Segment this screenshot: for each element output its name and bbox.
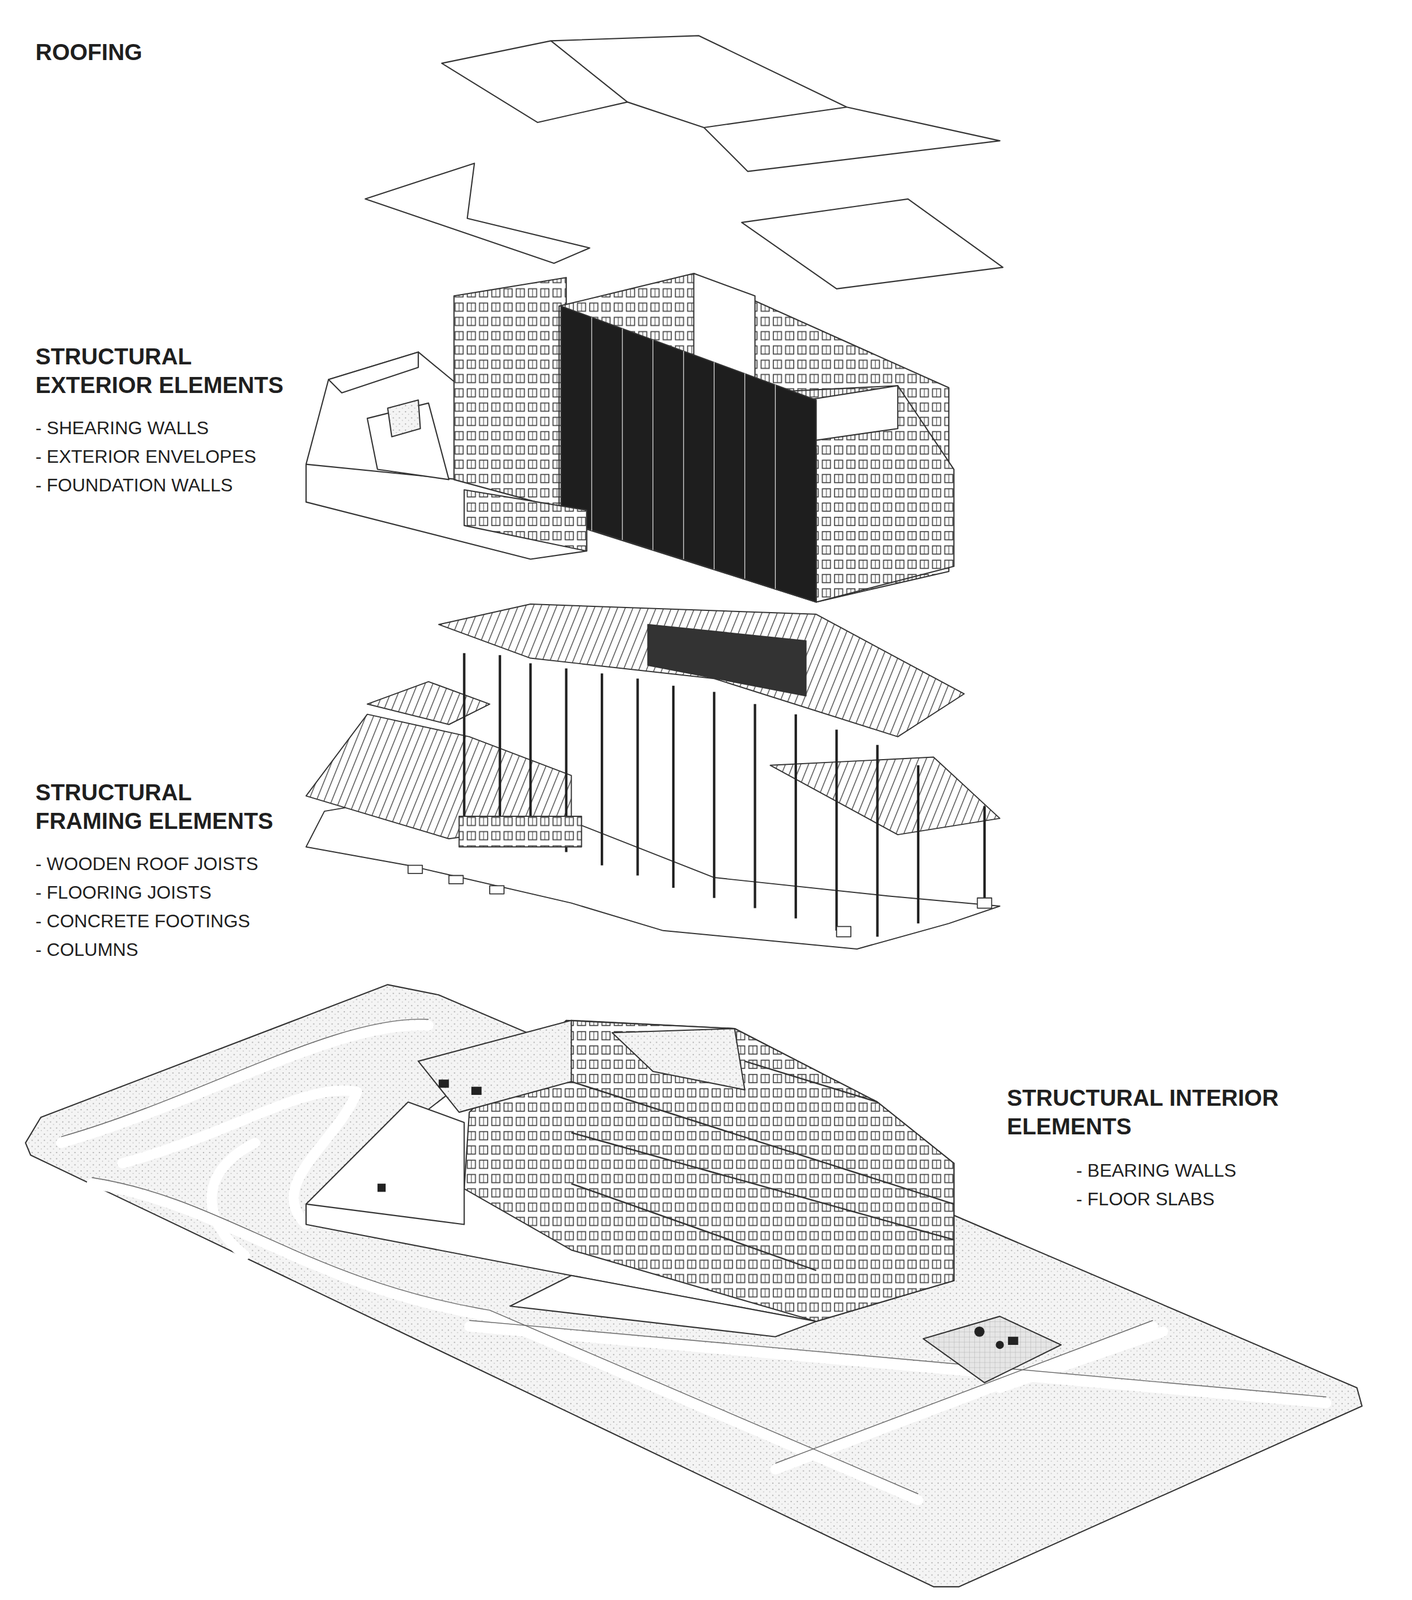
- site-plan: [469, 1320, 1327, 1398]
- framing: [489, 885, 505, 894]
- site-plan: [995, 1341, 1004, 1350]
- framing: [672, 685, 675, 888]
- exterior-shell: [652, 339, 654, 550]
- site-plan: [571, 1132, 955, 1240]
- site-plan: [471, 1087, 482, 1096]
- section-heading: STRUCTURAL FRAMING ELEMENTS: [35, 778, 275, 836]
- exterior-shell: [683, 351, 684, 560]
- framing: [463, 653, 985, 938]
- framing: [600, 673, 604, 866]
- roof-panel: [365, 163, 590, 264]
- list-item: - WOODEN ROOF JOISTS: [35, 852, 259, 876]
- roof-panel: [550, 40, 628, 102]
- section-heading: ROOFING: [35, 37, 143, 67]
- exterior-shell: [775, 384, 776, 589]
- list-item: - SHEARING WALLS: [35, 416, 209, 440]
- list-item: - COLUMNS: [35, 938, 139, 962]
- site-plan: [306, 1020, 954, 1322]
- exterior-shell: [591, 317, 776, 589]
- framing: [983, 806, 986, 903]
- site-plan: [744, 1061, 878, 1102]
- exterior-shell: [561, 306, 817, 602]
- section-heading: STRUCTURAL INTERIOR ELEMENTS: [1006, 1083, 1408, 1141]
- list-item: - FOUNDATION WALLS: [35, 473, 233, 497]
- framing: [712, 691, 716, 898]
- exterior-shell: [591, 317, 593, 531]
- framing: [917, 765, 920, 924]
- site-plan: [61, 1025, 429, 1144]
- framing: [367, 681, 490, 725]
- framing: [753, 704, 756, 909]
- list-item: - EXTERIOR ENVELOPES: [35, 445, 257, 468]
- exterior-shell: [306, 273, 954, 602]
- roof-panel: [365, 35, 1003, 289]
- site-plan: [377, 1079, 1019, 1350]
- list-item: - FLOORING JOISTS: [35, 881, 212, 904]
- site-plan: [923, 1316, 1062, 1383]
- roof-panel: [741, 199, 1003, 289]
- list-item: - CONCRETE FOOTINGS: [35, 909, 251, 933]
- framing: [407, 865, 423, 874]
- site-plan: [571, 1061, 955, 1271]
- framing: [835, 729, 838, 931]
- framing: [498, 655, 502, 829]
- site-plan: [612, 1028, 745, 1090]
- framing: [458, 816, 582, 848]
- site-plan: [377, 1183, 386, 1192]
- site-plan: [1008, 1337, 1019, 1346]
- site-plan: [974, 1326, 985, 1338]
- site-plan: [61, 1019, 429, 1138]
- exterior-shell: [328, 351, 419, 393]
- exterior-shell: [387, 399, 421, 437]
- framing: [636, 678, 639, 876]
- list-item: - FLOOR SLABS: [1076, 1187, 1215, 1211]
- site-plan: [25, 984, 1363, 1587]
- framing: [770, 757, 1000, 836]
- framing: [977, 898, 992, 909]
- framing: [647, 624, 806, 697]
- framing: [836, 926, 851, 938]
- framing: [438, 604, 965, 737]
- framing: [875, 744, 879, 937]
- exterior-shell: [463, 489, 587, 551]
- framing: [449, 875, 464, 884]
- site-plan: [418, 1020, 571, 1113]
- site-plan: [571, 1183, 817, 1271]
- roof-panel: [703, 106, 847, 128]
- site-plan: [438, 1079, 450, 1088]
- list-item: - BEARING WALLS: [1076, 1159, 1237, 1183]
- exterior-shell: [714, 362, 715, 570]
- roof-panel: [441, 35, 1000, 172]
- framing: [529, 663, 532, 842]
- site-plan: [510, 1275, 817, 1338]
- site-plan: [469, 1326, 1327, 1404]
- framing: [794, 714, 797, 919]
- exterior-shell: [454, 277, 567, 511]
- section-heading: STRUCTURAL EXTERIOR ELEMENTS: [35, 342, 285, 400]
- site-plan: [25, 984, 1363, 1587]
- framing: [306, 604, 1001, 950]
- exterior-shell: [621, 328, 623, 540]
- framing: [407, 865, 992, 938]
- framing: [462, 653, 466, 817]
- site-plan: [306, 1102, 464, 1225]
- exterior-shell: [744, 373, 745, 579]
